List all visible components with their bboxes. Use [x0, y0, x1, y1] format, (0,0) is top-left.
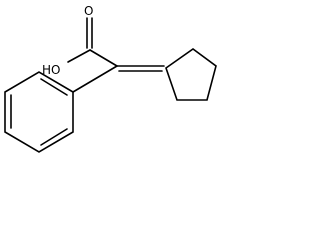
carboxylic-acid-group: O HO: [42, 4, 118, 77]
hydroxyl-label: HO: [42, 63, 60, 77]
phenyl-ring: [4, 71, 74, 153]
chemical-structure: O HO: [4, 4, 217, 153]
cyclopentane-ring: [165, 48, 217, 101]
exocyclic-alkene: [116, 65, 165, 72]
carbon-hydroxyl-bond: [67, 49, 91, 63]
cyclopentane-ring-outline: [165, 48, 217, 101]
carboxyl-alpha-carbon-bond: [89, 49, 118, 67]
alpha-carbon-phenyl-bond: [72, 65, 118, 93]
phenyl-ring-outline: [4, 71, 74, 153]
phenyl-inner-bond-1: [40, 78, 68, 96]
phenyl-inner-bond-3: [40, 128, 68, 146]
carbonyl-oxygen-label: O: [84, 4, 93, 18]
